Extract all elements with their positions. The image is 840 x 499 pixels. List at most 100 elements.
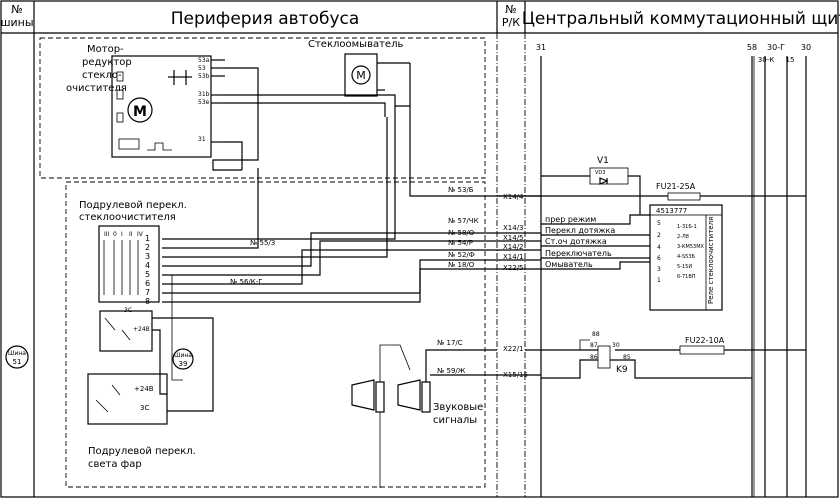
svg-text:1: 1 <box>145 234 150 243</box>
svg-text:Омыватель: Омыватель <box>545 260 593 269</box>
rk-label: Р/К <box>502 16 520 29</box>
motor-zone-boundary <box>39 37 486 179</box>
svg-text:№ 54/Р: № 54/Р <box>448 239 473 247</box>
rk-no-label: № <box>505 3 516 16</box>
svg-text:№ 58/О: № 58/О <box>448 229 475 237</box>
svg-text:FU22-10А: FU22-10А <box>685 336 725 345</box>
headlight-switch-upper: 3С +24В <box>99 307 214 412</box>
svg-text:X14/2: X14/2 <box>503 243 524 251</box>
svg-text:6: 6 <box>657 255 661 262</box>
svg-text:X22/1: X22/1 <box>503 345 524 353</box>
bus-15-label: 15 <box>786 56 795 64</box>
headlight-switch: +24В 3С Подрулевой перекл. света фар <box>87 373 196 470</box>
svg-text:6-71ВП: 6-71ВП <box>677 274 696 280</box>
horns: Звуковые сигналы <box>351 344 541 488</box>
svg-text:№ 59/Ж: № 59/Ж <box>437 367 466 375</box>
svg-text:85: 85 <box>623 354 631 361</box>
washer-motor-icon <box>351 65 371 85</box>
svg-text:света фар: света фар <box>88 459 142 470</box>
svg-text:7: 7 <box>145 288 150 297</box>
svg-text:5: 5 <box>145 270 150 279</box>
svg-text:1-31Б-1: 1-31Б-1 <box>677 224 697 230</box>
motor-icon <box>127 97 153 123</box>
svg-text:2: 2 <box>145 243 150 252</box>
svg-text:5-15И: 5-15И <box>677 264 692 270</box>
svg-text:M: M <box>356 69 366 82</box>
svg-text:X22/5: X22/5 <box>503 264 524 272</box>
svg-text:Шина: Шина <box>174 352 192 359</box>
svg-text:№ 57/ЧК: № 57/ЧК <box>448 217 479 225</box>
fuse-fu22: FU22-10А <box>615 336 806 355</box>
svg-text:31b: 31b <box>198 91 210 98</box>
svg-text:стекло-: стекло- <box>82 70 122 81</box>
bus-31-label: 31 <box>536 43 546 52</box>
bus-51-marker: Шина 51 <box>5 345 29 369</box>
svg-text:X14/4: X14/4 <box>503 193 524 201</box>
bus-39-marker: Шина 39 <box>172 348 194 370</box>
svg-text:87: 87 <box>590 342 598 349</box>
svg-text:№ 18/О: № 18/О <box>448 261 475 269</box>
svg-text:88: 88 <box>592 331 600 338</box>
svg-text:+24В: +24В <box>133 326 150 333</box>
bus-30k-label: 30-К <box>758 56 774 64</box>
svg-text:3С: 3С <box>140 404 149 412</box>
svg-text:Звуковые: Звуковые <box>433 402 483 413</box>
diode-v1: V1 VD3 <box>541 156 641 215</box>
svg-text:Ст.оч дотяжка: Ст.оч дотяжка <box>545 237 607 246</box>
svg-text:Шина: Шина <box>8 350 26 357</box>
bus-58-label: 58 <box>747 43 757 52</box>
svg-text:II: II <box>129 231 133 238</box>
svg-text:Подрулевой перекл.: Подрулевой перекл. <box>88 446 196 457</box>
svg-text:I: I <box>121 231 123 238</box>
svg-text:8: 8 <box>145 297 150 306</box>
svg-text:№ 56/К-Г: № 56/К-Г <box>230 278 263 286</box>
svg-text:6: 6 <box>145 279 150 288</box>
wiper-switch: Подрулевой перекл. стеклоочистителя III … <box>79 200 187 303</box>
svg-text:X14/5: X14/5 <box>503 234 524 242</box>
svg-text:53е: 53е <box>198 99 210 106</box>
bus-no-sublabel: шины <box>0 16 33 29</box>
svg-text:X14/1: X14/1 <box>503 253 524 261</box>
svg-text:3: 3 <box>145 252 150 261</box>
svg-text:Подрулевой перекл.: Подрулевой перекл. <box>79 200 187 211</box>
relay-input-lines: прер режим Перекл дотяжка Ст.оч дотяжка … <box>541 214 650 270</box>
svg-text:VD3: VD3 <box>595 170 605 176</box>
svg-text:Перекл дотяжка: Перекл дотяжка <box>545 226 615 235</box>
svg-text:53b: 53b <box>198 73 210 80</box>
svg-text:3: 3 <box>657 266 661 273</box>
svg-text:стеклоочистителя: стеклоочистителя <box>79 212 176 223</box>
power-buses: 58 30-Г 30 30-К 15 31 <box>536 43 811 497</box>
svg-text:K9: K9 <box>616 365 628 375</box>
svg-text:53: 53 <box>198 65 206 72</box>
svg-text:4-S53Б: 4-S53Б <box>677 254 696 260</box>
svg-text:M: M <box>133 104 147 120</box>
svg-text:51: 51 <box>13 358 22 366</box>
svg-text:FU21-25А: FU21-25А <box>656 182 696 191</box>
fuse-fu21: FU21-25А <box>541 182 806 201</box>
svg-text:4513777: 4513777 <box>656 207 687 215</box>
svg-text:Мотор-: Мотор- <box>87 44 124 55</box>
svg-text:X14/3: X14/3 <box>503 224 524 232</box>
svg-text:30: 30 <box>612 342 620 349</box>
svg-text:№ 53/Б: № 53/Б <box>448 186 474 194</box>
wire-labels: № 53/Б № 57/ЧК № 58/О № 54/Р № 52/Ф № 18… <box>230 186 479 375</box>
svg-text:4: 4 <box>657 244 661 251</box>
switch-zone-boundary <box>65 181 486 488</box>
svg-text:№ 17/С: № 17/С <box>437 339 463 347</box>
bus-30-label: 30 <box>801 43 811 52</box>
svg-text:прер режим: прер режим <box>545 215 596 224</box>
svg-text:1: 1 <box>657 277 661 284</box>
relay-k9: K9 88 87 86 30 85 <box>525 331 752 379</box>
svg-text:3С: 3С <box>124 307 132 314</box>
svg-text:Реле стеклоочистителя: Реле стеклоочистителя <box>707 217 715 304</box>
svg-text:3-КМ53МХ: 3-КМ53МХ <box>677 244 705 250</box>
svg-text:2: 2 <box>657 232 661 239</box>
left-panel-title: Периферия автобуса <box>171 9 360 29</box>
svg-text:86: 86 <box>590 354 598 361</box>
svg-text:сигналы: сигналы <box>433 415 477 426</box>
svg-text:Переключатель: Переключатель <box>545 249 612 258</box>
svg-text:0: 0 <box>113 231 117 238</box>
svg-text:редуктор: редуктор <box>82 57 132 68</box>
svg-text:№ 52/Ф: № 52/Ф <box>448 251 475 259</box>
